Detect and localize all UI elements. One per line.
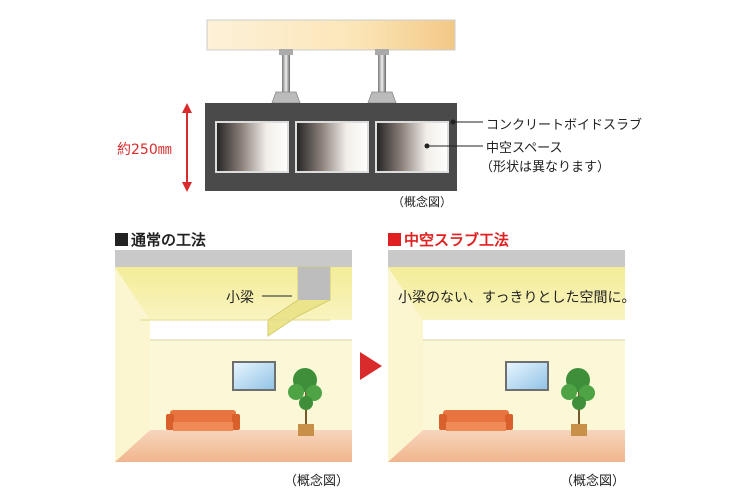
sofa bbox=[166, 410, 240, 431]
slab-label: コンクリートボイドスラブ bbox=[486, 118, 643, 133]
window bbox=[505, 361, 549, 391]
ceiling-board bbox=[206, 19, 456, 51]
hanger-left bbox=[271, 49, 301, 104]
potted-plant bbox=[288, 368, 322, 436]
heading-marker bbox=[115, 233, 128, 246]
right-room bbox=[388, 250, 625, 462]
right-caption: （概念図） bbox=[560, 474, 626, 489]
potted-plant bbox=[561, 368, 595, 436]
sofa bbox=[439, 410, 513, 431]
void-space-3 bbox=[375, 121, 449, 173]
heading-marker bbox=[388, 233, 401, 246]
height-arrow-icon bbox=[182, 103, 192, 192]
left-heading: 通常の工法 bbox=[115, 229, 206, 250]
void-space-2 bbox=[295, 121, 369, 173]
window bbox=[232, 361, 276, 391]
void-space-1 bbox=[215, 121, 289, 173]
left-caption: （概念図） bbox=[284, 474, 350, 489]
shape-note: （形状は異なります） bbox=[480, 160, 611, 175]
top-caption: （概念図） bbox=[392, 195, 453, 209]
hollow-label: 中空スペース bbox=[486, 141, 563, 156]
beam-label: 小梁 bbox=[226, 290, 254, 306]
left-room bbox=[115, 250, 352, 462]
right-description: 小梁のない、すっきりとした空間に。 bbox=[398, 290, 636, 306]
height-label: 約250㎜ bbox=[117, 142, 172, 158]
slab-leader bbox=[450, 119, 483, 125]
hanger-right bbox=[367, 49, 397, 104]
left-heading-text: 通常の工法 bbox=[131, 231, 207, 249]
right-heading: 中空スラブ工法 bbox=[388, 229, 509, 250]
right-heading-text: 中空スラブ工法 bbox=[404, 231, 510, 249]
arrow-right-icon bbox=[360, 352, 382, 380]
hollow-leader bbox=[424, 143, 483, 149]
